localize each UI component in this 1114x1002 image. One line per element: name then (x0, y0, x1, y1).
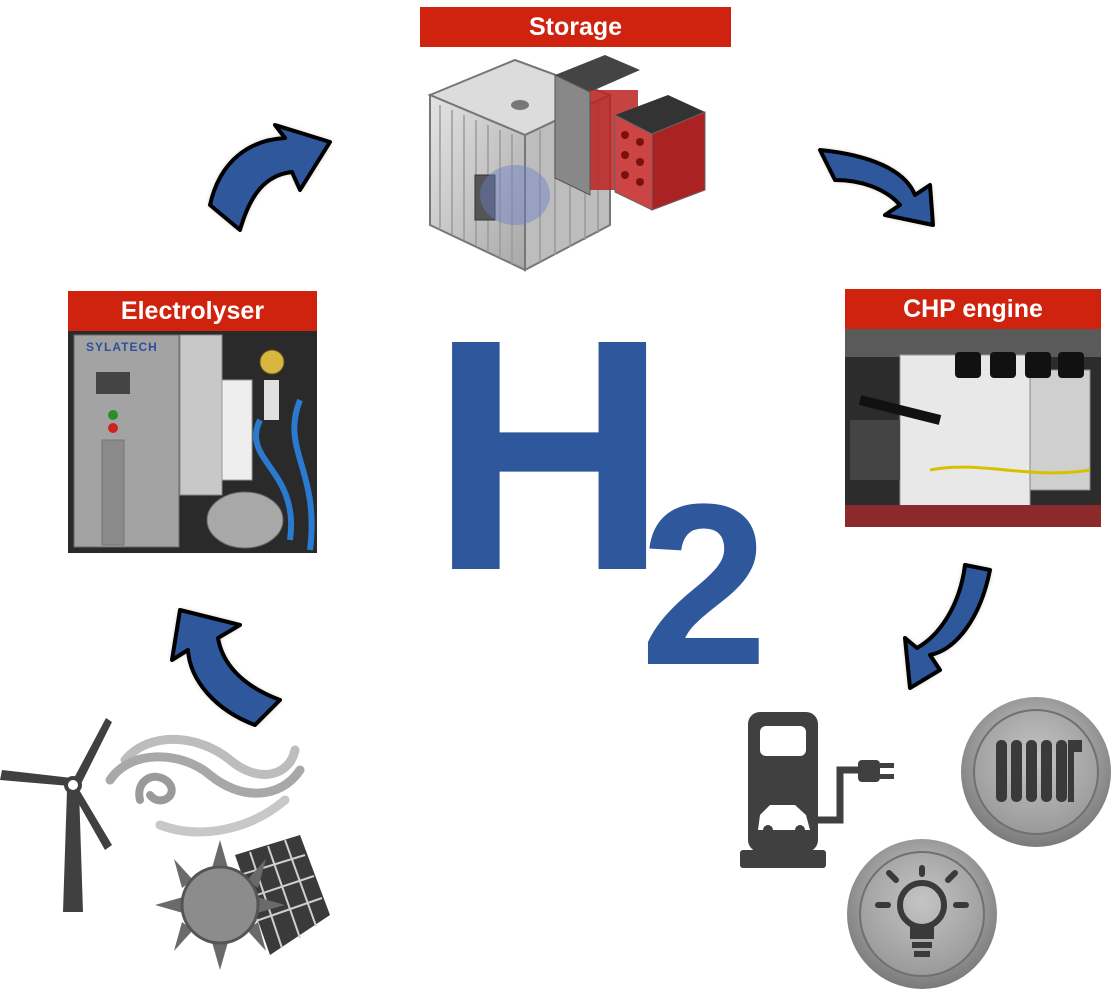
lightbulb-icon (847, 839, 997, 989)
flow-arrow-icon (208, 123, 332, 232)
electrolyser-photo (68, 328, 317, 553)
flow-arrow-icon (818, 148, 935, 227)
ev-charger-icon (740, 712, 894, 868)
wind-waves-icon (105, 734, 305, 837)
h2-subscript: 2 (640, 456, 768, 713)
solar-panel-icon (235, 835, 330, 955)
electrolyser-label: Electrolyser (68, 291, 317, 331)
chp-engine-label: CHP engine (845, 289, 1101, 329)
radiator-icon (961, 697, 1111, 847)
electrolyser-brand: SYLATECH (86, 340, 158, 354)
flow-arrow-icon (903, 563, 992, 690)
flow-arrow-icon (170, 608, 282, 727)
h2-letter: H (430, 270, 669, 639)
sun-icon (155, 840, 285, 970)
storage-label: Storage (420, 7, 731, 47)
wind-turbine-icon (0, 718, 112, 912)
chp-engine-photo (845, 327, 1101, 527)
storage-container-icon (427, 55, 706, 272)
